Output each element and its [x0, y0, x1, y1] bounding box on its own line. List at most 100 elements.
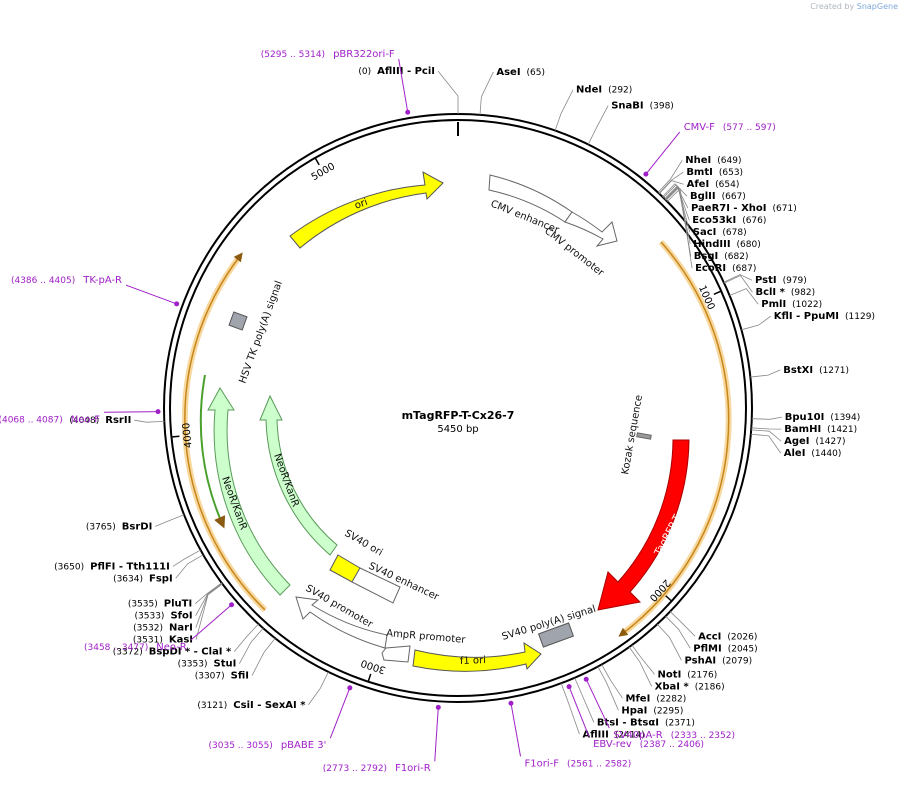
site-rsrii: (4048)RsrII: [69, 415, 131, 426]
primer-tk-pa-r: (4386 .. 4405)TK-pA-R: [11, 275, 122, 286]
site-name-bamhi: BamHI: [784, 424, 821, 435]
feature-cmv-promoter: [564, 211, 618, 247]
site-pos-kasi: (3531): [133, 636, 163, 646]
site-name-csii-sexai: CsiI - SexAI *: [233, 700, 306, 711]
tick-3000: [367, 673, 372, 682]
tick-5000: [314, 157, 320, 166]
site-pos-asei: (65): [527, 68, 545, 78]
snapgene-credit: Created by SnapGene: [810, 2, 898, 11]
site-name-ecori: EcoRI: [695, 263, 726, 274]
tick-label-4000: 4000: [181, 422, 195, 448]
site-line-afliii-pcii: [437, 70, 459, 114]
site-line-acci: [669, 611, 696, 637]
site-name-sfii: SfiI: [231, 671, 249, 682]
primer-range-neo-r: (3458 .. 3477): [84, 643, 148, 653]
site-bglii: BglII(667): [690, 191, 746, 202]
site-name-kasi: KasI: [169, 635, 193, 646]
site-line-alei: [750, 433, 782, 454]
site-pos-snabi: (398): [650, 102, 674, 112]
feature-neor-outer: [207, 387, 291, 596]
site-name-hpai: HpaI: [621, 705, 647, 716]
site-name-nari: NarI: [169, 623, 193, 634]
site-name-kfli-ppumi: KflI - PpuMI: [774, 311, 839, 322]
primer-range-f1ori-r: (2773 .. 2792): [323, 764, 387, 774]
primer-name-ebv-rev: EBV-rev: [593, 739, 632, 750]
site-stui: (3353)StuI: [178, 659, 237, 670]
feature-label-ori: ori: [353, 197, 369, 212]
site-pos-psti: (979): [783, 276, 807, 286]
site-pos-csii-sexai: (3121): [197, 701, 227, 711]
site-ecori: EcoRI(687): [695, 263, 756, 274]
feature-ori: [289, 171, 444, 249]
site-bsrdi: (3765)BsrDI: [86, 521, 152, 532]
site-line-btsi-bts-i: [574, 677, 595, 723]
site-pshai: PshAI(2079): [684, 655, 752, 666]
primer-f1ori-f: F1ori-F(2561 .. 2582): [525, 758, 632, 769]
feature-f1-ori: [412, 642, 542, 672]
site-line-afei: [658, 180, 684, 194]
site-pos-pmli: (1022): [792, 300, 822, 310]
site-kasi: (3531) KasI: [133, 635, 193, 646]
site-pos-paer7i-xhoi: (671): [773, 204, 797, 214]
primer-range-pbr322ori-f: (5295 .. 5314): [261, 50, 325, 60]
site-noti: NotI(2176): [658, 669, 718, 680]
site-pos-ndei: (292): [608, 86, 632, 96]
site-pos-nari: (3532): [133, 624, 163, 634]
site-pos-acci: (2026): [727, 632, 757, 642]
site-line-paer7i-xhoi: [663, 184, 689, 209]
site-pos-bamhi: (1421): [827, 425, 857, 435]
site-ndei: NdeI(292): [576, 85, 632, 96]
primer-pbabe-3: (3035 .. 3055)pBABE 3': [209, 740, 327, 751]
site-name-bsrdi: BsrDI: [122, 521, 153, 532]
primers-layer: CMV-F(577 .. 597)SV40pA-R(2333 .. 2352)E…: [0, 49, 776, 774]
site-pos-bspdi-clai: (3372): [113, 648, 143, 658]
backbone-inner: [169, 119, 747, 697]
site-name-hindiii: HindIII: [693, 239, 730, 250]
feature-ampr-promoter: [381, 645, 411, 663]
primer-mark-pbabe-3: [347, 685, 353, 691]
site-pos-nhei: (649): [717, 156, 741, 166]
site-bamhi: BamHI (1421): [784, 424, 857, 435]
site-nhei: NheI(649): [685, 155, 741, 166]
primer-neo-r: (3458 .. 3477) Neo-R: [84, 642, 187, 653]
primer-mark-sv40pa-r: [583, 676, 589, 682]
site-acci: AccI (2026): [698, 631, 757, 642]
site-pos-sfoi: (3533): [135, 612, 165, 622]
site-line-mfei: [601, 664, 623, 699]
site-pos-saci: (678): [722, 228, 746, 238]
site-hpai: HpaI(2295): [621, 705, 683, 716]
site-line-pflfi-tth111i: [172, 549, 201, 567]
site-pos-xbai: (2186): [695, 682, 725, 692]
primer-line-neo-f: [104, 411, 161, 413]
site-line-kfli-ppumi: [741, 315, 771, 331]
feature-sv40-polya-signal: [537, 622, 575, 648]
primer-name-neo-r: Neo-R: [156, 642, 187, 653]
credit-prefix: Created by: [810, 2, 855, 11]
primer-neo-f: (4068 .. 4087)Neo-F: [0, 414, 100, 425]
site-name-mfei: MfeI: [626, 693, 651, 704]
site-eco53ki: Eco53kI(676): [692, 215, 766, 226]
primer-pbr322ori-f: (5295 .. 5314)pBR322ori-F: [261, 49, 395, 60]
site-pos-fspi: (3634): [113, 574, 143, 584]
site-line-fspi: [175, 554, 204, 579]
primer-name-neo-f: Neo-F: [71, 414, 101, 425]
feature-label-hsv-tk-polya: HSV TK poly(A) signal: [237, 279, 284, 385]
primer-line-neo-r: [190, 603, 234, 641]
site-line-ecori: [666, 188, 693, 269]
site-line-ndei: [554, 89, 574, 131]
site-line-bpu10i: [751, 416, 782, 420]
site-line-saci: [664, 185, 691, 233]
tick-1000: [713, 290, 722, 296]
site-name-acci: AccI: [698, 631, 721, 642]
site-csii-sexai: (3121) CsiI - SexAI *: [197, 700, 306, 711]
site-name-afliii-pcii: AflIII - PciI: [377, 66, 435, 77]
site-pos-mfei: (2282): [656, 694, 686, 704]
site-pos-bpu10i: (1394): [830, 413, 860, 423]
site-pflmi: PflMI(2045): [693, 643, 757, 654]
primer-mark-ebv-rev: [566, 684, 572, 690]
site-name-bpu10i: Bpu10I: [785, 412, 825, 423]
primer-ebv-rev: EBV-rev(2387 .. 2406): [593, 739, 704, 750]
primer-sv40pa-r: SV40pA-R(2333 .. 2352): [613, 730, 735, 741]
site-name-alei: AleI: [784, 448, 806, 459]
site-mfei: MfeI (2282): [626, 693, 687, 704]
